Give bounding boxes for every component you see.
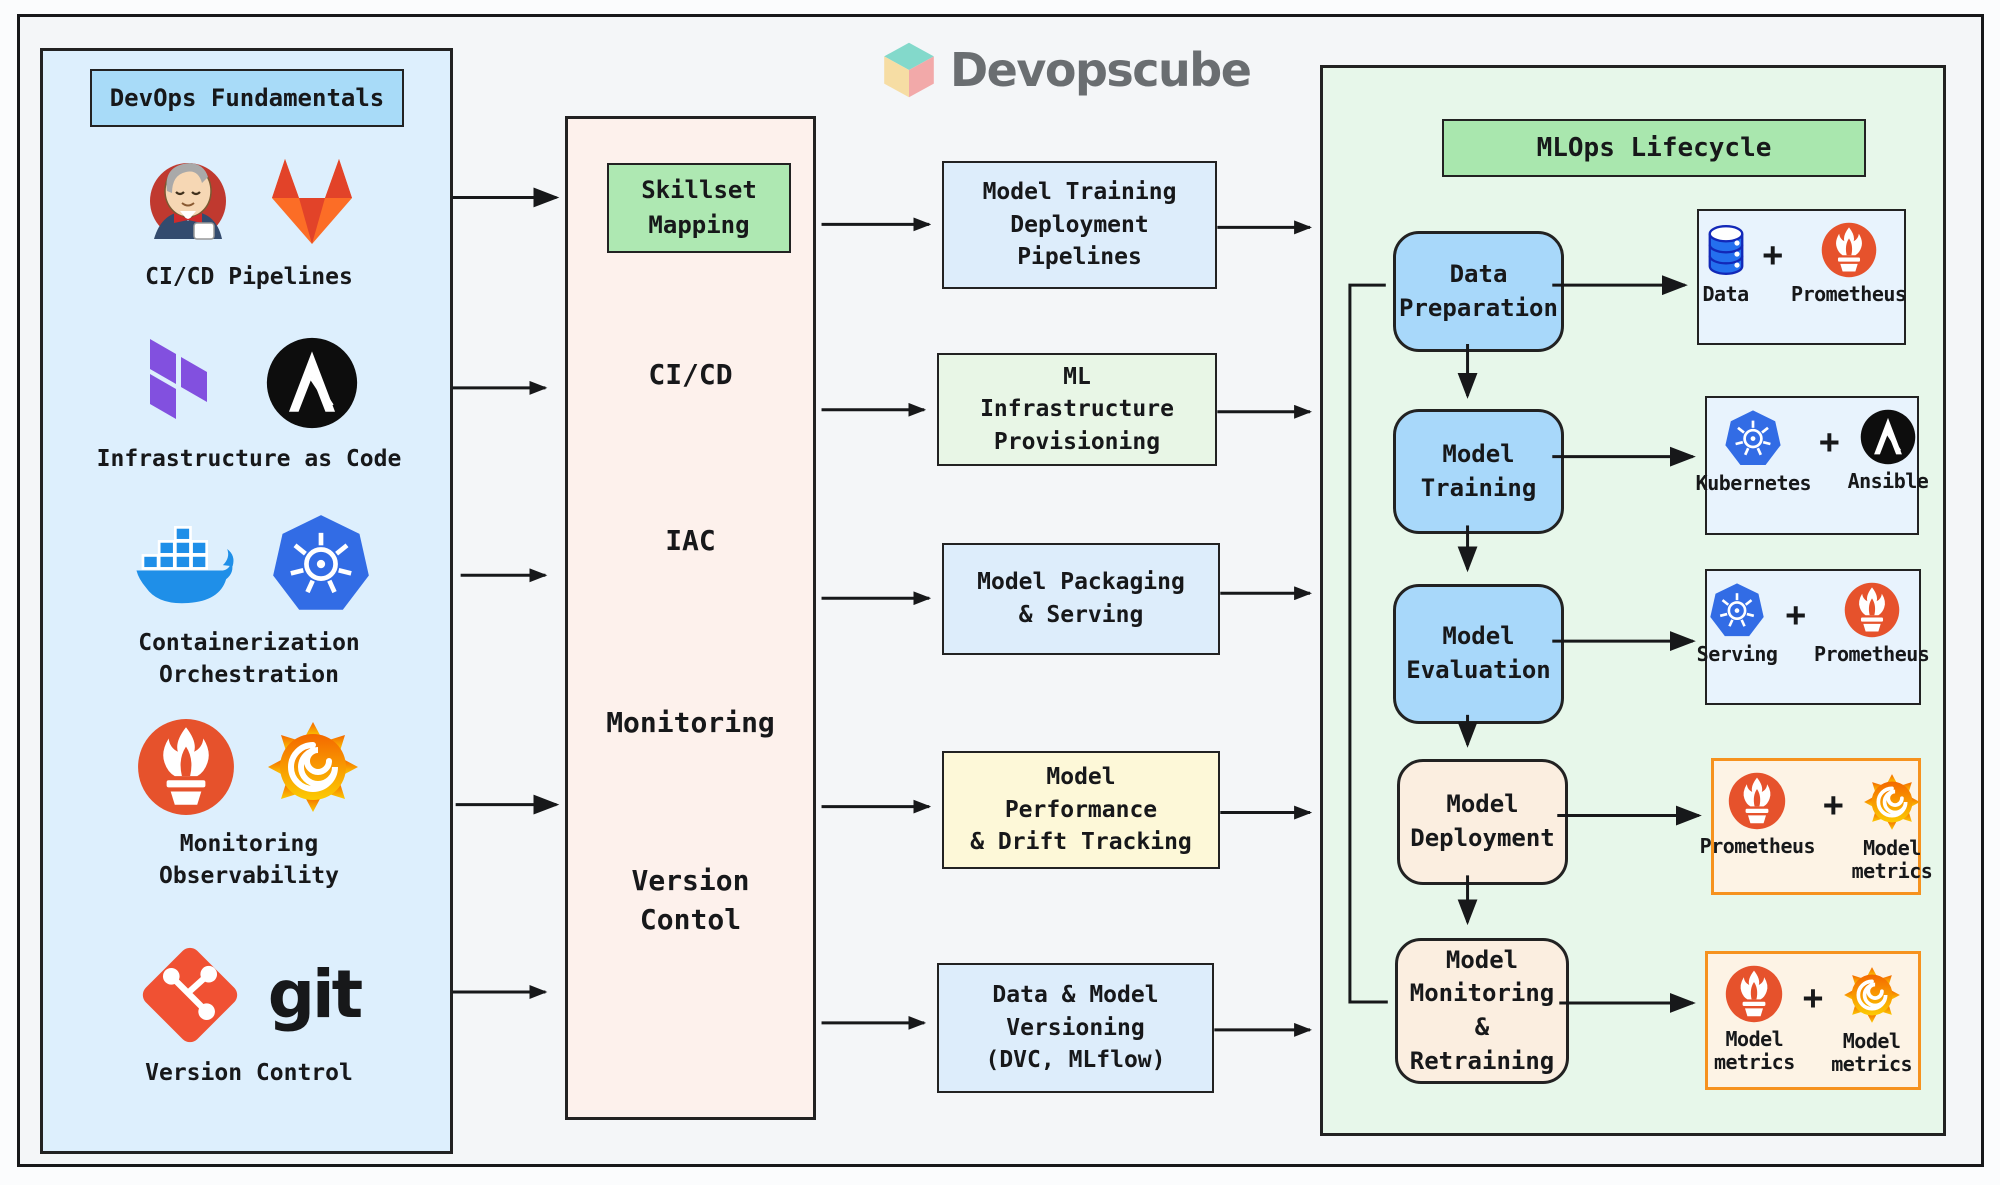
tools-model-deployment: Prometheus + Model metrics xyxy=(1700,758,1933,895)
plus-sign: + xyxy=(1785,595,1806,635)
plus-sign: + xyxy=(1802,978,1824,1018)
tool-label: Model metrics xyxy=(1831,1029,1913,1076)
gitlab-icon xyxy=(262,151,362,251)
ansible-icon xyxy=(264,335,360,431)
mapping-box-model-packaging-serving: Model Packaging & Serving xyxy=(942,543,1220,655)
devopscube-cube-icon xyxy=(878,39,940,101)
terraform-icon xyxy=(138,333,238,433)
tool-label: Data xyxy=(1702,282,1749,306)
mlops-lifecycle-header: MLOps Lifecycle xyxy=(1442,119,1866,177)
skill-iac: IAC xyxy=(665,524,716,557)
mapping-box-data-model-versioning: Data & Model Versioning (DVC, MLflow) xyxy=(937,963,1214,1093)
plus-sign: + xyxy=(1823,785,1844,825)
tools-model-evaluation: Serving + Prometheus xyxy=(1697,569,1930,705)
devops-fundamentals-panel: DevOps Fundamentals CI/CD Pipelines Infr… xyxy=(40,48,453,1154)
tool-label: Serving xyxy=(1696,642,1778,666)
mapping-box-ml-infra-provisioning: ML Infrastructure Provisioning xyxy=(937,353,1217,466)
tools-data-preparation: Data + Prometheus xyxy=(1697,209,1907,345)
stage-model-deployment: Model Deployment xyxy=(1397,759,1568,885)
prometheus-icon xyxy=(1727,771,1787,831)
kubernetes-icon xyxy=(1708,581,1766,639)
tool-label: Prometheus xyxy=(1791,282,1907,306)
tool-label: Kubernetes xyxy=(1695,471,1812,495)
tool-label: Prometheus xyxy=(1699,834,1816,858)
skillset-mapping-header: Skillset Mapping xyxy=(607,163,791,253)
prometheus-icon xyxy=(1724,964,1784,1024)
grafana-icon xyxy=(1841,964,1903,1026)
skill-version-control: Version Contol xyxy=(631,864,750,937)
skill-monitoring: Monitoring xyxy=(606,706,775,739)
grafana-icon xyxy=(1861,771,1923,833)
row-label: Infrastructure as Code xyxy=(96,446,402,472)
row-label: Containerization Orchestration xyxy=(138,630,360,689)
mapping-box-model-training-pipelines: Model Training Deployment Pipelines xyxy=(942,161,1217,289)
kubernetes-icon xyxy=(1723,408,1783,468)
mapping-box-model-performance-drift: Model Performance & Drift Tracking xyxy=(942,751,1220,869)
row-label: Version Control xyxy=(145,1060,353,1086)
devops-fundamentals-header: DevOps Fundamentals xyxy=(90,69,404,127)
git-icon xyxy=(138,943,242,1047)
tool-label: Model metrics xyxy=(1851,836,1933,883)
skill-cicd: CI/CD xyxy=(648,358,733,391)
plus-sign: + xyxy=(1819,422,1840,462)
tools-model-training: Kubernetes + Ansible xyxy=(1696,396,1929,535)
skillset-mapping-column: Skillset Mapping CI/CD IAC Monitoring Ve… xyxy=(565,116,816,1120)
mlops-lifecycle-panel: MLOps Lifecycle Data Preparation Model T… xyxy=(1320,65,1946,1136)
stage-data-preparation: Data Preparation xyxy=(1393,231,1564,352)
git-wordmark: git xyxy=(267,956,363,1033)
row-label: Monitoring Observability xyxy=(158,831,339,890)
tool-label: Prometheus xyxy=(1813,642,1930,666)
ansible-icon xyxy=(1859,408,1917,466)
diagram-frame: Devopscube DevOps Fundamentals CI/CD Pip… xyxy=(17,14,1984,1167)
jenkins-icon xyxy=(136,151,236,251)
row-cicd-pipelines: CI/CD Pipelines xyxy=(61,151,437,293)
prometheus-icon xyxy=(1820,221,1878,279)
stage-model-evaluation: Model Evaluation xyxy=(1393,584,1564,724)
tool-label: Model metrics xyxy=(1713,1027,1795,1074)
kubernetes-icon xyxy=(269,511,373,615)
stage-model-monitoring-retraining: Model Monitoring & Retraining xyxy=(1395,938,1569,1084)
tools-model-monitoring: Model metrics + Model metrics xyxy=(1705,951,1921,1090)
row-infrastructure-as-code: Infrastructure as Code xyxy=(61,333,437,475)
grafana-icon xyxy=(263,717,363,817)
prometheus-icon xyxy=(1843,581,1901,639)
database-icon xyxy=(1697,221,1755,279)
plus-sign: + xyxy=(1762,235,1784,275)
row-version-control: git Version Control xyxy=(61,943,437,1089)
docker-icon xyxy=(125,509,243,617)
devopscube-wordmark: Devopscube xyxy=(950,43,1252,97)
prometheus-icon xyxy=(135,716,237,818)
stage-model-training: Model Training xyxy=(1393,409,1564,534)
row-monitoring: Monitoring Observability xyxy=(61,716,437,892)
row-label: CI/CD Pipelines xyxy=(145,264,353,290)
tool-label: Ansible xyxy=(1847,469,1929,493)
devopscube-logo: Devopscube xyxy=(878,37,1298,103)
row-containerization: Containerization Orchestration xyxy=(61,509,437,691)
